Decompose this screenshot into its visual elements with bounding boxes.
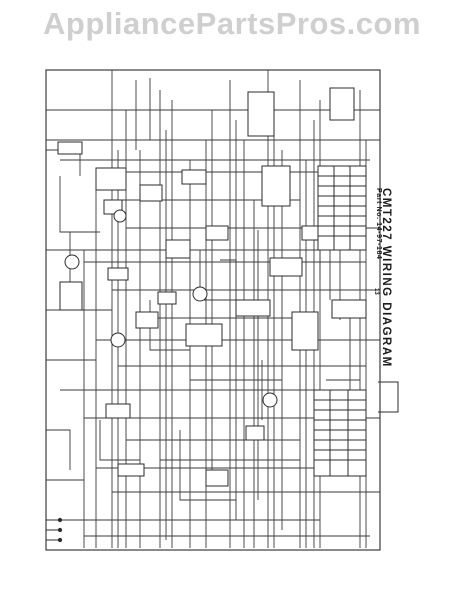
power-input-legend <box>46 381 399 543</box>
part-number: Part No. 14-97-184 <box>375 188 382 260</box>
diagram-components <box>57 87 367 487</box>
page-number: 13 <box>373 288 379 295</box>
site-watermark: AppliancePartsPros.com <box>43 6 421 41</box>
terminal-blocks <box>313 165 367 477</box>
